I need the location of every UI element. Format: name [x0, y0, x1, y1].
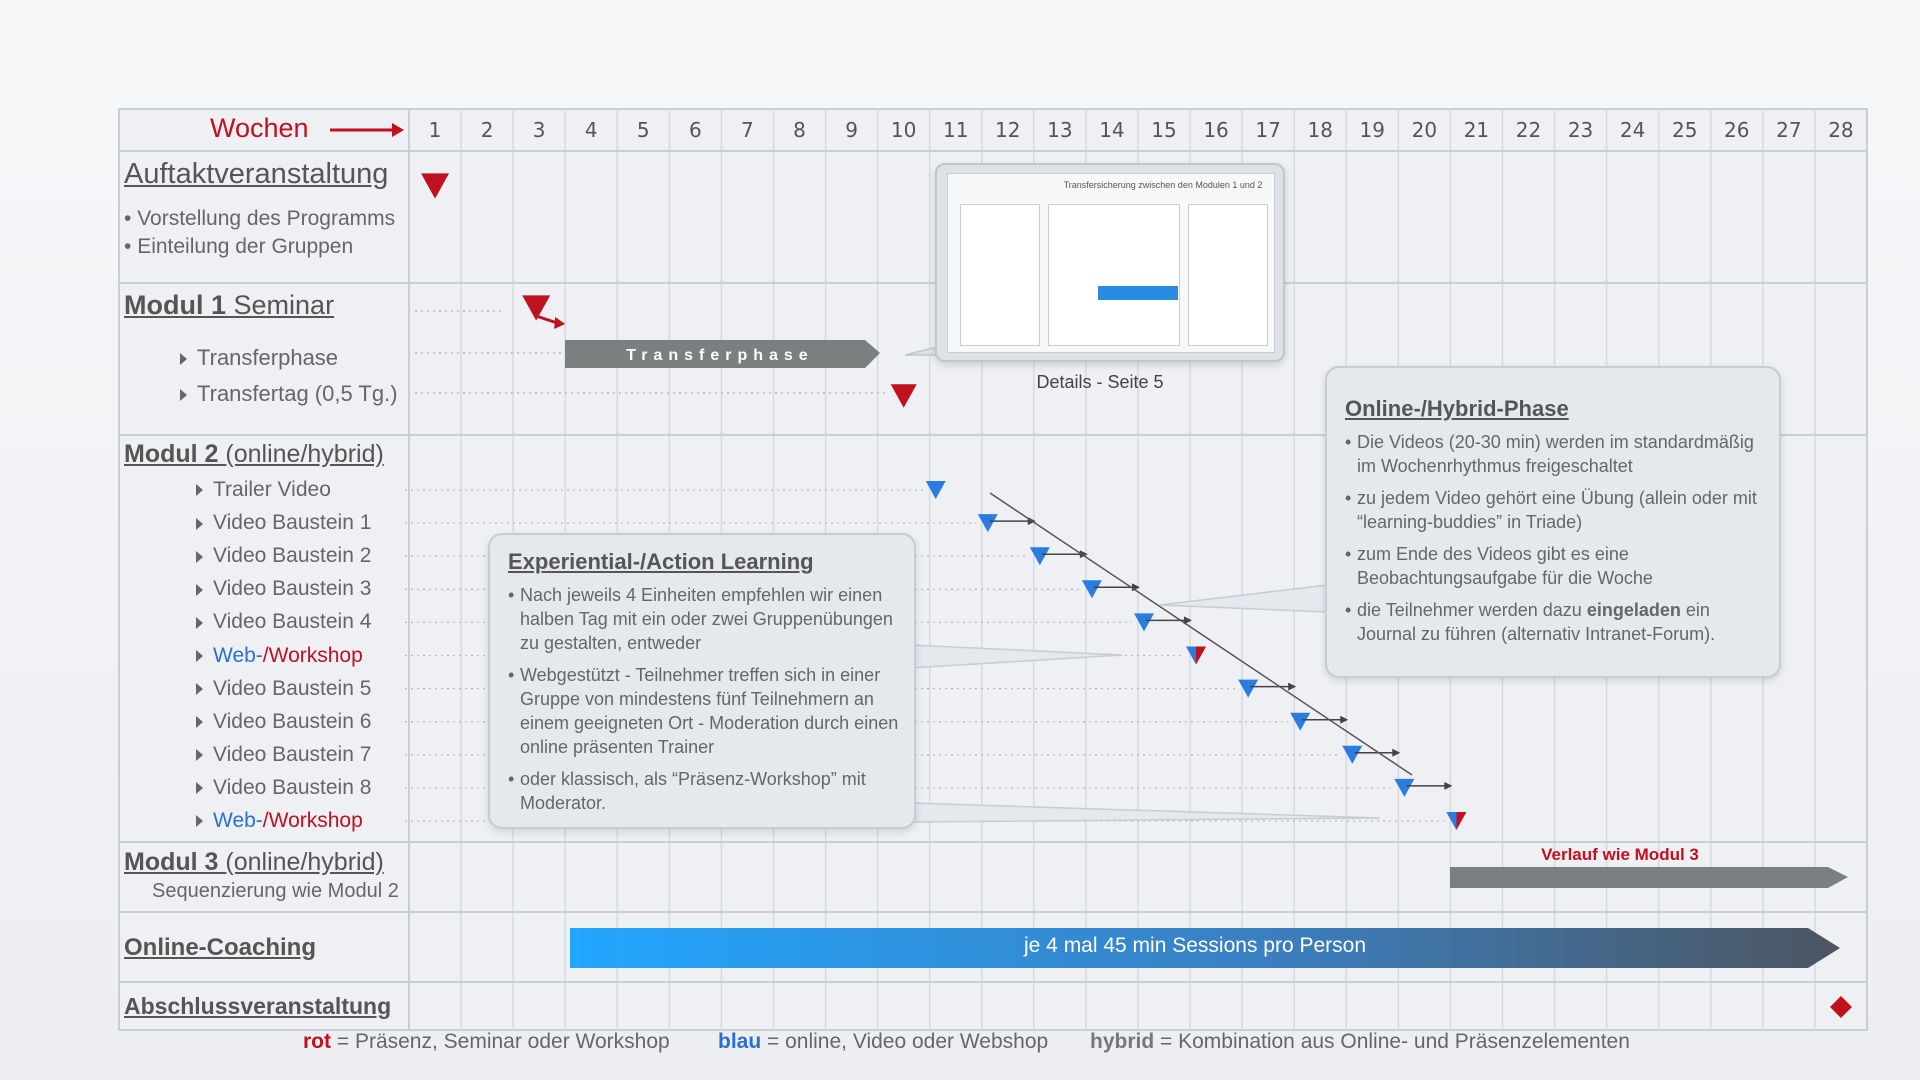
week-number: 7 [721, 118, 773, 142]
modul2-item: Video Baustein 4 [196, 610, 371, 634]
week-number: 8 [774, 118, 826, 142]
modul2-item: Web-/Workshop [196, 809, 363, 833]
modul2-title: Modul 2 (online/hybrid) [124, 440, 384, 469]
week-number: 11 [930, 118, 982, 142]
modul2-item: Video Baustein 7 [196, 743, 371, 767]
week-number: 10 [878, 118, 930, 142]
week-number: 2 [461, 118, 513, 142]
week-number: 21 [1450, 118, 1502, 142]
week-number: 4 [565, 118, 617, 142]
thumbnail-title: Transfersicherung zwischen den Modulen 1… [1058, 180, 1268, 190]
week-number: 5 [617, 118, 669, 142]
callout-hybrid-bullet: zum Ende des Videos gibt es eine Beobach… [1345, 542, 1767, 590]
week-number: 12 [982, 118, 1034, 142]
week-number: 15 [1138, 118, 1190, 142]
callout-hybrid-bullet: zu jedem Video gehört eine Übung (allein… [1345, 486, 1767, 534]
modul1-item-transferphase: Transferphase [180, 345, 338, 371]
legend-blau: blau = online, Video oder Webshop [718, 1030, 1048, 1054]
abschluss-title: Abschlussveranstaltung [124, 993, 391, 1020]
week-number: 16 [1190, 118, 1242, 142]
callout-action-bullet: oder klassisch, als “Präsenz-Workshop” m… [508, 767, 906, 815]
week-number: 27 [1763, 118, 1815, 142]
legend-hybrid: hybrid = Kombination aus Online- und Prä… [1090, 1030, 1630, 1054]
details-thumbnail[interactable]: Transfersicherung zwischen den Modulen 1… [935, 163, 1285, 362]
modul2-item: Web-/Workshop [196, 644, 363, 668]
modul2-item: Video Baustein 8 [196, 776, 371, 800]
modul2-item: Video Baustein 5 [196, 677, 371, 701]
callout-action-bullet: Nach jeweils 4 Einheiten empfehlen wir e… [508, 583, 906, 655]
legend-rot: rot = Präsenz, Seminar oder Workshop [303, 1030, 670, 1054]
week-number: 1 [409, 118, 461, 142]
week-number: 18 [1294, 118, 1346, 142]
week-number: 22 [1503, 118, 1555, 142]
modul3-subtitle: Sequenzierung wie Modul 2 [152, 880, 399, 903]
callout-action-title: Experiential-/Action Learning [508, 549, 906, 575]
modul1-title: Modul 1 Seminar [124, 290, 334, 321]
transferphase-bar-label: Transferphase [565, 341, 875, 371]
callout-hybrid-phase: Online-/Hybrid-Phase Die Videos (20-30 m… [1325, 366, 1781, 678]
modul3-bar-label: Verlauf wie Modul 3 [1450, 845, 1790, 865]
week-number: 6 [669, 118, 721, 142]
week-number: 20 [1398, 118, 1450, 142]
week-number: 14 [1086, 118, 1138, 142]
auftakt-bullet-2: • Einteilung der Gruppen [124, 235, 353, 259]
weeks-label: Wochen [210, 113, 309, 144]
modul2-item: Video Baustein 1 [196, 511, 371, 535]
week-number: 17 [1242, 118, 1294, 142]
modul2-item: Trailer Video [196, 478, 331, 502]
modul3-bar [1450, 867, 1848, 888]
week-number: 23 [1555, 118, 1607, 142]
callout-action-learning: Experiential-/Action Learning Nach jewei… [488, 533, 916, 829]
coaching-title: Online-Coaching [124, 934, 316, 962]
modul2-item: Video Baustein 6 [196, 710, 371, 734]
callout-hybrid-bullet: die Teilnehmer werden dazu eingeladen ei… [1345, 598, 1767, 646]
week-number: 3 [513, 118, 565, 142]
week-number: 28 [1815, 118, 1867, 142]
thumbnail-caption[interactable]: Details - Seite 5 [1000, 372, 1200, 393]
modul2-item: Video Baustein 3 [196, 577, 371, 601]
auftakt-title: Auftaktveranstaltung [124, 158, 388, 191]
auftakt-bullet-1: • Vorstellung des Programms [124, 207, 395, 231]
callout-hybrid-title: Online-/Hybrid-Phase [1345, 396, 1767, 422]
modul2-item: Video Baustein 2 [196, 544, 371, 568]
week-number: 25 [1659, 118, 1711, 142]
week-number: 26 [1711, 118, 1763, 142]
week-number: 9 [826, 118, 878, 142]
week-number: 19 [1346, 118, 1398, 142]
callout-hybrid-bullet: Die Videos (20-30 min) werden im standar… [1345, 430, 1767, 478]
week-number: 13 [1034, 118, 1086, 142]
modul1-item-transfertag: Transfertag (0,5 Tg.) [180, 381, 398, 407]
week-number: 24 [1607, 118, 1659, 142]
modul3-title: Modul 3 (online/hybrid) [124, 848, 384, 877]
callout-action-bullet: Webgestützt - Teilnehmer treffen sich in… [508, 663, 906, 759]
coaching-bar-label: je 4 mal 45 min Sessions pro Person [570, 934, 1820, 958]
